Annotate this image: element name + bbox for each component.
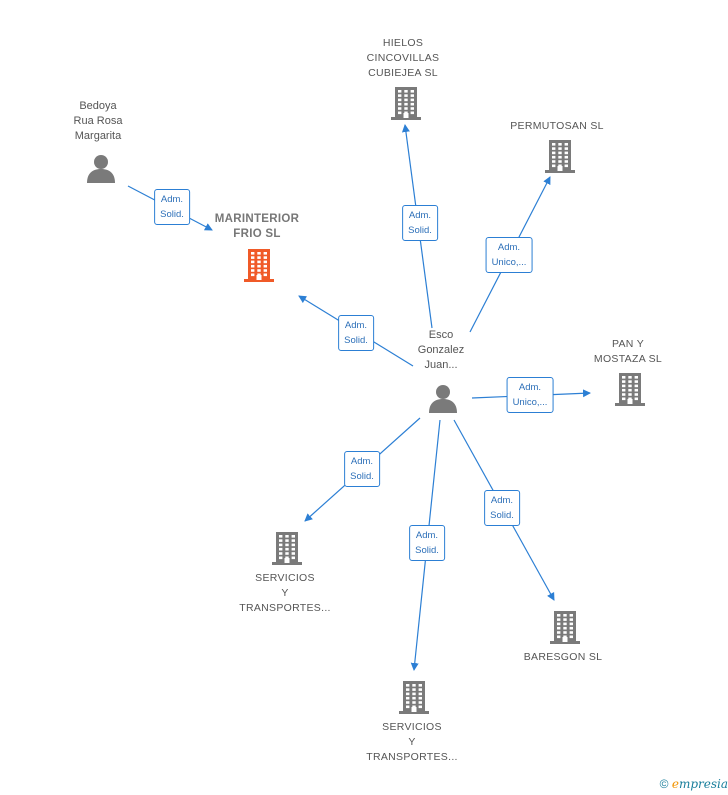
edge-label-esco-permutosan[interactable]: Adm. Unico,... xyxy=(485,237,533,273)
person-icon[interactable] xyxy=(428,383,458,418)
building-icon[interactable] xyxy=(550,610,580,649)
building-icon[interactable] xyxy=(272,531,302,570)
edge-label-esco-hielos[interactable]: Adm. Solid. xyxy=(402,205,438,241)
person-icon[interactable] xyxy=(86,153,116,188)
node-label-baresgon[interactable]: BARESGON SL xyxy=(523,651,603,663)
copyright-symbol: © xyxy=(659,777,669,791)
building-icon[interactable] xyxy=(399,680,429,719)
building-icon[interactable] xyxy=(244,248,274,287)
edge-label-esco-baresgon[interactable]: Adm. Solid. xyxy=(484,490,520,526)
building-icon[interactable] xyxy=(391,86,421,125)
node-label-servicios1[interactable]: SERVICIOS Y TRANSPORTES... xyxy=(239,572,331,614)
edge-label-esco-servicios2[interactable]: Adm. Solid. xyxy=(409,525,445,561)
node-label-hielos[interactable]: HIELOS CINCOVILLAS CUBIEJEA SL xyxy=(366,37,440,79)
edge-label-esco-panymostaza[interactable]: Adm. Unico,... xyxy=(506,377,554,413)
node-label-marinterior[interactable]: MARINTERIOR FRIO SL xyxy=(214,213,300,240)
node-label-permutosan[interactable]: PERMUTOSAN SL xyxy=(510,120,604,132)
node-label-panymostaza[interactable]: PAN Y MOSTAZA SL xyxy=(593,338,663,365)
edge-label-esco-marinterior[interactable]: Adm. Solid. xyxy=(338,315,374,351)
brand-name: mpresia xyxy=(678,777,728,791)
edge-label-bedoya-marinterior[interactable]: Adm. Solid. xyxy=(154,189,190,225)
building-icon[interactable] xyxy=(615,372,645,411)
footer-brand: © empresia xyxy=(660,777,728,791)
node-label-esco[interactable]: Esco Gonzalez Juan... xyxy=(417,329,465,371)
node-label-servicios2[interactable]: SERVICIOS Y TRANSPORTES... xyxy=(366,721,458,763)
edge-label-esco-servicios1[interactable]: Adm. Solid. xyxy=(344,451,380,487)
building-icon[interactable] xyxy=(545,139,575,178)
node-label-bedoya[interactable]: Bedoya Rua Rosa Margarita xyxy=(73,100,123,142)
brand-e: e xyxy=(671,777,679,791)
